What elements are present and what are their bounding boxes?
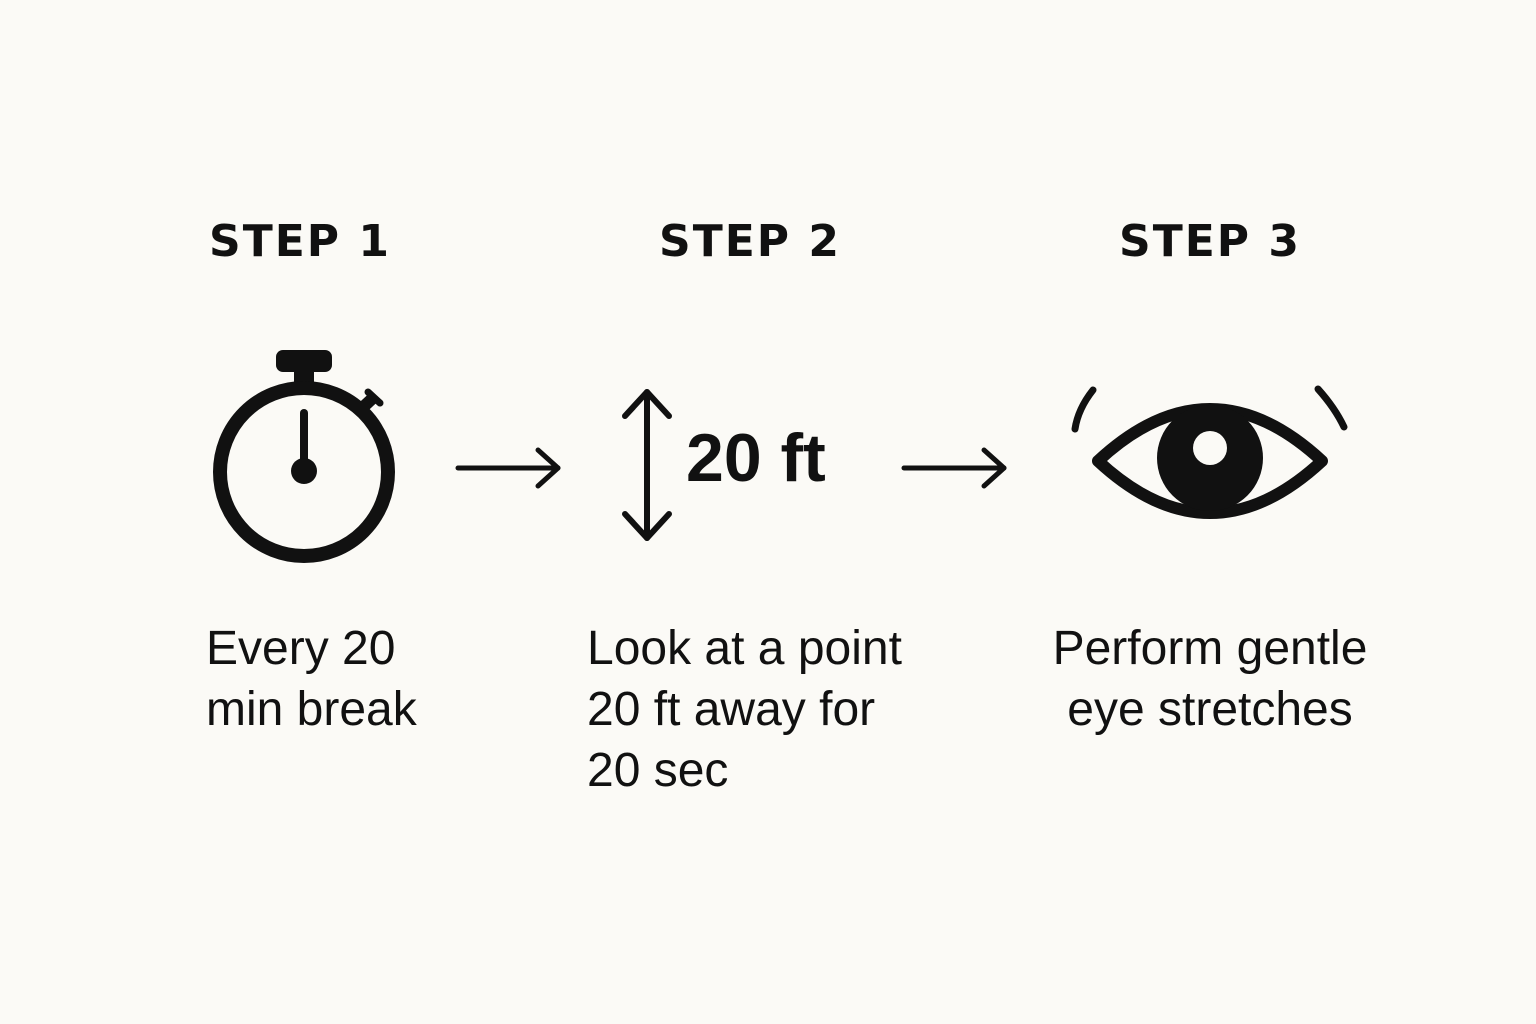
- caption-line: Perform gentle: [1052, 622, 1368, 675]
- step-3-title: STEP 3: [1119, 216, 1301, 267]
- step-2-caption: Look at a point 20 ft away for 20 sec: [587, 618, 902, 801]
- caption-line: min break: [206, 683, 417, 736]
- step-1-title: STEP 1: [209, 216, 391, 267]
- right-arrow-icon: [896, 440, 1016, 496]
- step-3-caption: Perform gentle eye stretches: [1000, 618, 1420, 740]
- right-arrow-icon: [450, 440, 570, 496]
- step-1-caption: Every 20 min break: [206, 618, 417, 740]
- caption-line: Every 20: [206, 622, 396, 675]
- step-2-title: STEP 2: [659, 216, 841, 267]
- caption-line: 20 ft away for: [587, 683, 876, 736]
- caption-line: eye stretches: [1067, 683, 1353, 736]
- stopwatch-icon: [200, 350, 410, 570]
- distance-label: 20 ft: [686, 420, 826, 496]
- eye-icon: [1060, 375, 1360, 545]
- caption-line: 20 sec: [587, 744, 729, 797]
- caption-line: Look at a point: [587, 622, 902, 675]
- vertical-double-arrow-icon: [612, 380, 682, 550]
